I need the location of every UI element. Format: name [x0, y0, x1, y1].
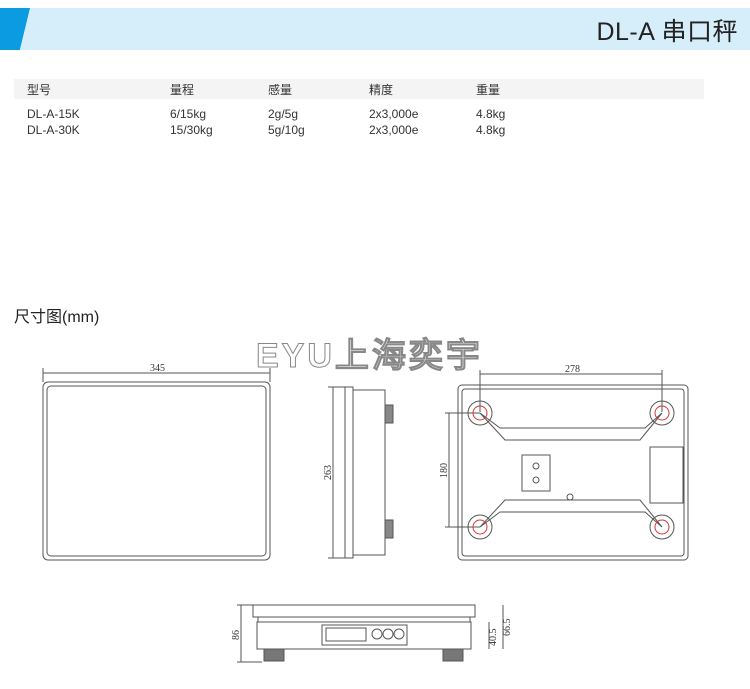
col-header: 精度: [369, 83, 394, 97]
dimension-title: 尺寸图(mm): [14, 309, 100, 326]
table-cell: 2g/5g: [268, 107, 299, 121]
header-banner: [0, 8, 750, 50]
page-title: DL-A 串口秤: [596, 18, 738, 46]
top-width-label: 345: [150, 363, 165, 374]
table-cell: DL-A-15K: [27, 107, 80, 121]
front-h2-label: 66.5: [502, 619, 513, 637]
col-header: 型号: [27, 83, 52, 97]
table-cell: 15/30kg: [170, 123, 213, 137]
col-header: 重量: [476, 83, 501, 97]
table-cell: 2x3,000e: [369, 107, 419, 121]
side-depth-label: 263: [323, 465, 334, 480]
watermark: EYU上海奕宇: [256, 337, 483, 376]
table-cell: 2x3,000e: [369, 123, 419, 137]
top-view: 345: [42, 363, 271, 561]
table-cell: 5g/10g: [268, 123, 305, 137]
col-header: 感量: [268, 83, 293, 97]
front-h1-label: 40.5: [488, 629, 499, 647]
col-header: 量程: [170, 83, 195, 97]
table-cell: DL-A-30K: [27, 123, 80, 137]
front-height-label: 86: [231, 630, 242, 640]
spec-table-header: [14, 79, 704, 99]
table-cell: 4.8kg: [476, 107, 506, 121]
table-cell: 4.8kg: [476, 123, 506, 137]
bottom-view: 278 180: [439, 364, 689, 561]
bottom-width-label: 278: [565, 364, 580, 375]
table-cell: 6/15kg: [170, 107, 207, 121]
bottom-depth-label: 180: [439, 463, 450, 478]
front-view: 86 40.5 66.5: [231, 604, 513, 663]
side-view: 263: [323, 386, 394, 559]
